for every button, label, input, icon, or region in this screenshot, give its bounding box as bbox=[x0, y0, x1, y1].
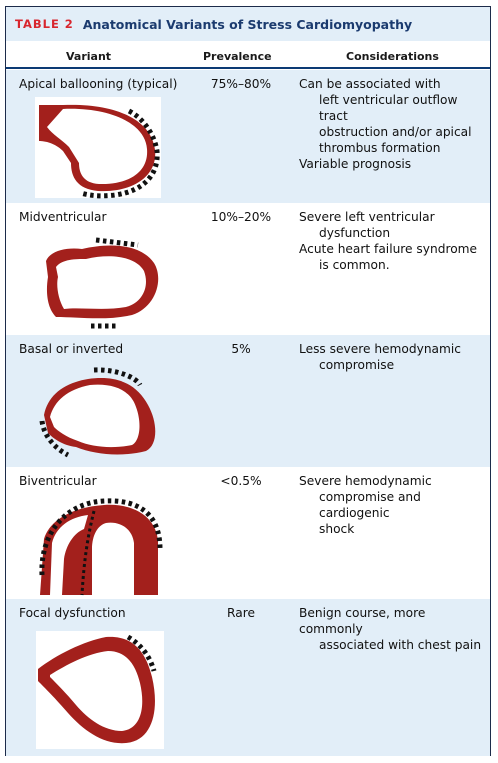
considerations-line: Can be associated with bbox=[299, 77, 441, 91]
focal-dysfunction-diagram bbox=[36, 631, 164, 749]
considerations-line: thrombus formation bbox=[319, 141, 441, 155]
variant-cell: Basal or inverted bbox=[19, 342, 124, 356]
variant-cell: Focal dysfunction bbox=[19, 606, 126, 620]
dyskinetic-segment-markers bbox=[39, 420, 70, 458]
dyskinetic-segment-markers bbox=[95, 237, 139, 248]
table-row: Apical ballooning (typical) 75%–80% Can … bbox=[6, 70, 490, 203]
ventricle-cavity bbox=[56, 256, 146, 309]
considerations-line: Less severe hemodynamic bbox=[299, 342, 461, 356]
considerations-cell: Can be associated with left ventricular … bbox=[299, 76, 489, 172]
considerations-line: is common. bbox=[319, 258, 390, 272]
header-prevalence: Prevalence bbox=[203, 50, 272, 63]
considerations-line: obstruction and/or apical bbox=[319, 125, 472, 139]
table-title: Anatomical Variants of Stress Cardiomyop… bbox=[82, 16, 413, 32]
considerations-line: Acute heart failure syndrome bbox=[299, 242, 478, 256]
considerations-cell: Less severe hemodynamic compromise bbox=[299, 341, 489, 373]
left-ventricle-cavity bbox=[100, 529, 128, 595]
table-label: TABLE 2 bbox=[15, 17, 74, 31]
header-considerations: Considerations bbox=[346, 50, 439, 63]
right-ventricle-cavity bbox=[50, 515, 88, 595]
table-title-bar: TABLE 2 Anatomical Variants of Stress Ca… bbox=[6, 7, 490, 41]
table-row: Focal dysfunction Rare Benign course, mo… bbox=[6, 599, 490, 756]
considerations-line: shock bbox=[319, 522, 355, 536]
header-variant: Variant bbox=[66, 50, 112, 63]
prevalence-cell: Rare bbox=[227, 606, 255, 620]
basal-inverted-diagram bbox=[39, 367, 156, 458]
prevalence-cell: <0.5% bbox=[220, 474, 262, 488]
ventricle-cavity bbox=[47, 108, 148, 185]
prevalence-cell: 75%–80% bbox=[210, 77, 272, 91]
considerations-line: Severe left ventricular bbox=[299, 210, 435, 224]
considerations-line: compromise and cardiogenic bbox=[319, 490, 421, 520]
table-frame: TABLE 2 Anatomical Variants of Stress Ca… bbox=[5, 6, 491, 756]
biventricular-diagram bbox=[39, 498, 163, 596]
variant-cell: Apical ballooning (typical) bbox=[19, 77, 178, 91]
septal-marker-line bbox=[80, 510, 96, 596]
considerations-line: compromise bbox=[319, 358, 395, 372]
considerations-line: Variable prognosis bbox=[299, 157, 412, 171]
considerations-line: left ventricular outflow tract bbox=[319, 93, 458, 123]
considerations-cell: Severe hemodynamic compromise and cardio… bbox=[299, 473, 489, 537]
considerations-line: Benign course, more commonly bbox=[299, 606, 426, 636]
prevalence-cell: 5% bbox=[231, 342, 251, 356]
table-row: Midventricular 10%–20% Severe left ventr… bbox=[6, 203, 490, 335]
dyskinetic-segment-markers bbox=[39, 498, 163, 576]
considerations-line: dysfunction bbox=[319, 226, 391, 240]
table-row: Biventricular <0.5% Severe hemodynamic c… bbox=[6, 467, 490, 599]
table-row: Basal or inverted 5% Less severe hemodyn… bbox=[6, 335, 490, 467]
ventricle-cavity bbox=[50, 384, 140, 448]
considerations-cell: Severe left ventricular dysfunction Acut… bbox=[299, 209, 489, 273]
considerations-line: associated with chest pain bbox=[319, 638, 482, 652]
ventricle-cavity bbox=[50, 651, 143, 731]
variant-cell: Biventricular bbox=[19, 474, 97, 488]
variant-cell: Midventricular bbox=[19, 210, 107, 224]
midventricular-diagram bbox=[46, 237, 159, 329]
considerations-cell: Benign course, more commonly associated … bbox=[299, 605, 489, 653]
table-header-row: Variant Prevalence Considerations bbox=[6, 45, 490, 69]
apical-ballooning-diagram bbox=[35, 97, 161, 199]
prevalence-cell: 10%–20% bbox=[210, 210, 272, 224]
dyskinetic-segment-markers bbox=[93, 367, 143, 387]
considerations-line: Severe hemodynamic bbox=[299, 474, 432, 488]
dyskinetic-segment-markers bbox=[126, 634, 157, 672]
